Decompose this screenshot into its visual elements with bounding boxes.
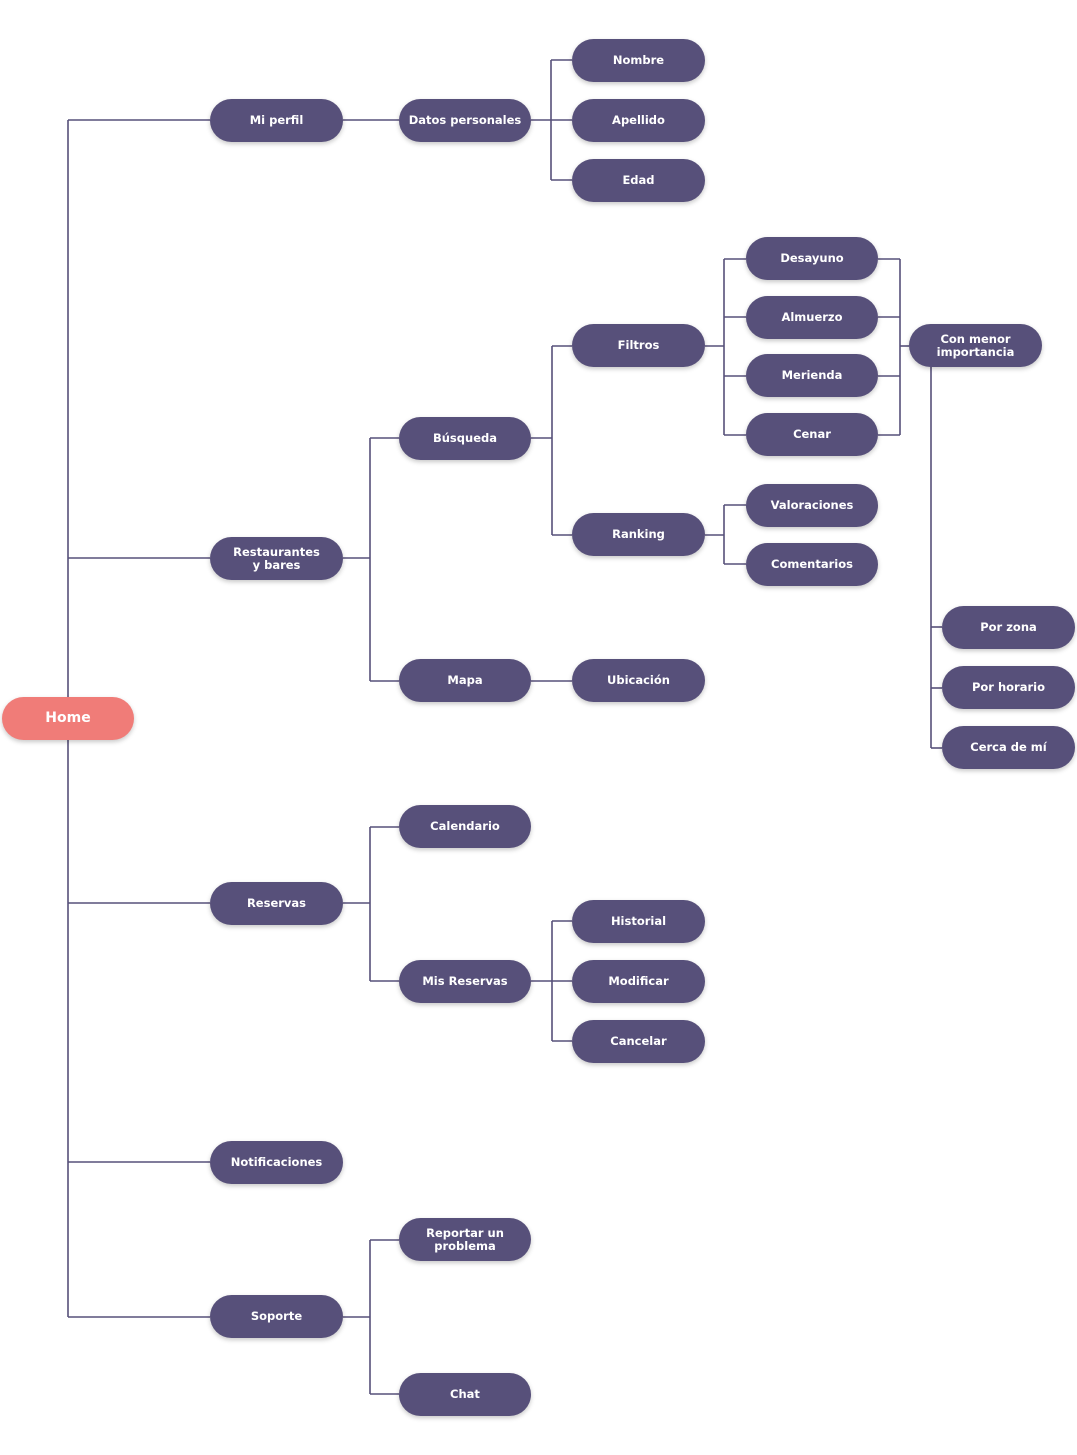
node-ubicacion[interactable]: Ubicación bbox=[572, 659, 705, 702]
node-merienda[interactable]: Merienda bbox=[746, 354, 878, 397]
node-desayuno[interactable]: Desayuno bbox=[746, 237, 878, 280]
node-comentarios[interactable]: Comentarios bbox=[746, 543, 878, 586]
node-chat[interactable]: Chat bbox=[399, 1373, 531, 1416]
node-reservas[interactable]: Reservas bbox=[210, 882, 343, 925]
node-cenar[interactable]: Cenar bbox=[746, 413, 878, 456]
node-historial[interactable]: Historial bbox=[572, 900, 705, 943]
node-filtros[interactable]: Filtros bbox=[572, 324, 705, 367]
node-reportar-problema[interactable]: Reportar un problema bbox=[399, 1218, 531, 1261]
node-edad[interactable]: Edad bbox=[572, 159, 705, 202]
node-mis-reservas[interactable]: Mis Reservas bbox=[399, 960, 531, 1003]
node-home[interactable]: Home bbox=[2, 697, 134, 740]
node-por-horario[interactable]: Por horario bbox=[942, 666, 1075, 709]
node-modificar[interactable]: Modificar bbox=[572, 960, 705, 1003]
node-valoraciones[interactable]: Valoraciones bbox=[746, 484, 878, 527]
node-soporte[interactable]: Soporte bbox=[210, 1295, 343, 1338]
node-cancelar[interactable]: Cancelar bbox=[572, 1020, 705, 1063]
node-por-zona[interactable]: Por zona bbox=[942, 606, 1075, 649]
node-calendario[interactable]: Calendario bbox=[399, 805, 531, 848]
node-notificaciones[interactable]: Notificaciones bbox=[210, 1141, 343, 1184]
node-ranking[interactable]: Ranking bbox=[572, 513, 705, 556]
node-nombre[interactable]: Nombre bbox=[572, 39, 705, 82]
node-con-menor-importancia[interactable]: Con menor importancia bbox=[909, 324, 1042, 367]
node-datos-personales[interactable]: Datos personales bbox=[399, 99, 531, 142]
node-busqueda[interactable]: Búsqueda bbox=[399, 417, 531, 460]
node-restaurantes-bares[interactable]: Restaurantes y bares bbox=[210, 537, 343, 580]
node-apellido[interactable]: Apellido bbox=[572, 99, 705, 142]
node-mi-perfil[interactable]: Mi perfil bbox=[210, 99, 343, 142]
node-mapa[interactable]: Mapa bbox=[399, 659, 531, 702]
node-cerca-de-mi[interactable]: Cerca de mí bbox=[942, 726, 1075, 769]
node-almuerzo[interactable]: Almuerzo bbox=[746, 296, 878, 339]
